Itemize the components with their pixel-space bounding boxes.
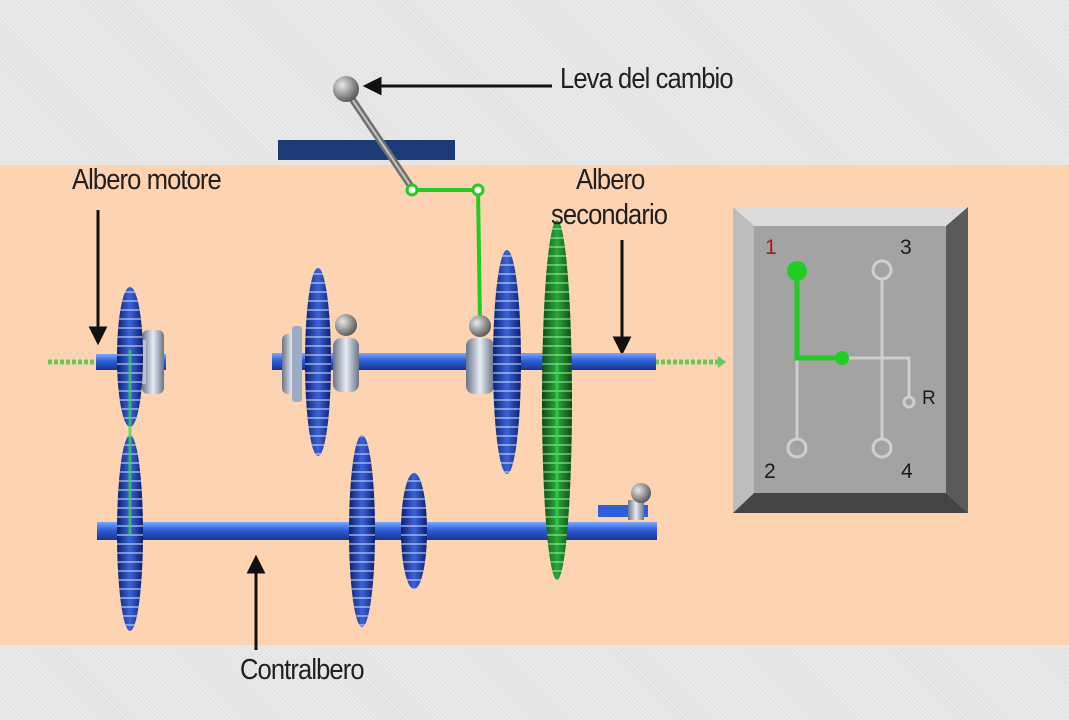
gear-main-1 (493, 250, 521, 474)
background-bottom (0, 645, 1069, 720)
gear-counter-2 (349, 435, 375, 627)
gate-label-r: R (922, 388, 936, 409)
shift-lever-knob (333, 76, 359, 102)
label-albero-secondario-1: Albero (576, 164, 645, 196)
shift-gate-panel (733, 207, 968, 513)
gear-main-2 (305, 268, 331, 456)
gate-label-1: 1 (765, 236, 777, 259)
background-top (0, 0, 1069, 165)
synchro-collar-right (466, 315, 494, 394)
shift-linkage (412, 188, 482, 323)
label-contralbero: Contralbero (240, 654, 365, 686)
label-leva-del-cambio: Leva del cambio (560, 63, 734, 95)
gate-label-3: 3 (900, 236, 912, 259)
gate-label-2: 2 (764, 460, 776, 483)
countershaft (97, 522, 657, 540)
reverse-idler (598, 483, 651, 520)
label-albero-secondario-2: secondario (551, 199, 668, 231)
label-albero-motore: Albero motore (72, 164, 222, 196)
synchro-collar-left (333, 314, 359, 392)
gate-label-4: 4 (901, 460, 913, 483)
gear-counter-3 (401, 473, 427, 589)
shift-plate (278, 140, 455, 160)
main-dog-clutch (282, 326, 302, 402)
